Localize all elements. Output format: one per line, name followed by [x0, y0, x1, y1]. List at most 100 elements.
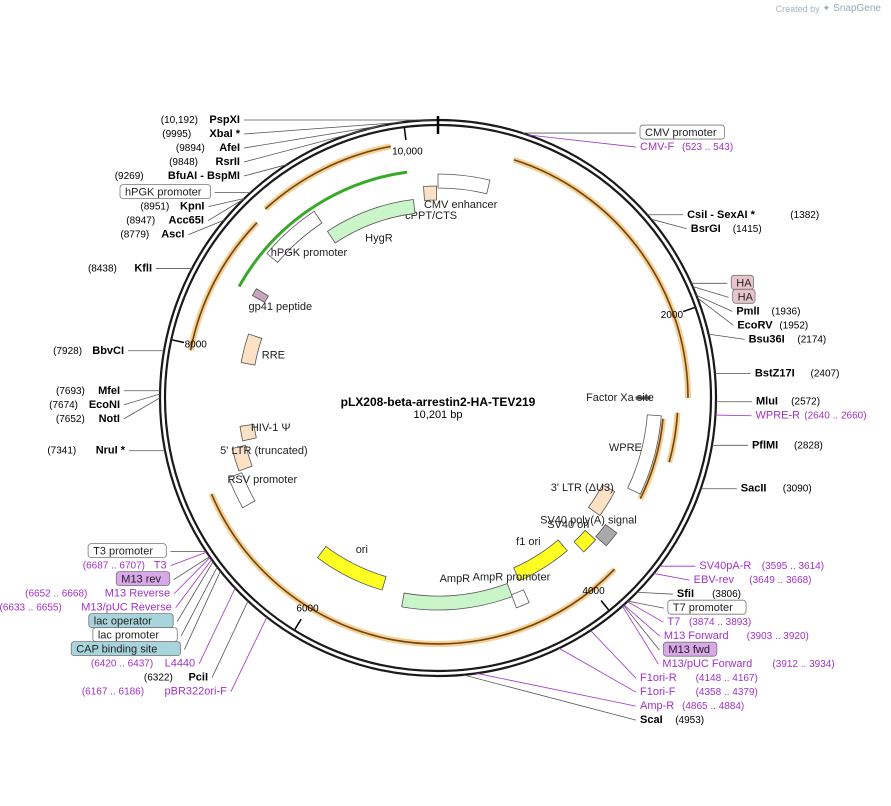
label-box: [667, 599, 747, 615]
label-t7: T7: [667, 616, 680, 628]
leader-line: [243, 126, 379, 163]
label-ha: HA: [738, 291, 754, 303]
tick-mark: [682, 306, 695, 313]
feature-sv40-ori: [573, 529, 597, 553]
feature-label: SV40 poly(A) signal: [540, 514, 637, 526]
tick-mark: [600, 600, 610, 611]
label-position: (3649 .. 3668): [749, 575, 811, 586]
label-lac-operator: lac operator: [94, 616, 152, 628]
orf-arc-halo: [187, 220, 260, 351]
feature-label: RRE: [262, 350, 285, 362]
label-position: (9269): [115, 171, 144, 182]
label-position: (4358 .. 4379): [696, 687, 758, 698]
label-position: (3595 .. 3614): [762, 561, 824, 572]
orf-arc: [639, 418, 664, 500]
feature-label: 3' LTR (ΔU3): [551, 482, 614, 494]
feature-label: f1 ori: [516, 536, 540, 548]
label-box: [119, 184, 212, 200]
label-cmv-promoter: CMV promoter: [645, 127, 717, 139]
snapgene-credit: Created by ✦ SnapGene: [776, 3, 881, 14]
orf-arcs: [187, 143, 691, 647]
label-acc65i: Acc65I: [169, 215, 204, 227]
tick-label: 2000: [661, 310, 684, 321]
label-position: (2407): [811, 369, 840, 380]
label-pmli: PmlI: [736, 305, 759, 317]
feature-label: SV40 ori: [547, 519, 589, 531]
label-rsrii: RsrII: [216, 156, 240, 168]
feature-label: cPPT/CTS: [405, 210, 457, 222]
leader-line: [175, 559, 213, 608]
leader-line: [692, 286, 729, 298]
label-xbai: XbaI *: [209, 128, 240, 140]
label-position: (8779): [120, 230, 149, 241]
label-t3-promoter: T3 promoter: [93, 546, 153, 558]
label-pbr322ori-f: pBR322ori-F: [165, 686, 228, 698]
feature-label: AmpR: [440, 573, 471, 585]
tick-mark: [172, 339, 185, 344]
label-position: (3090): [783, 484, 812, 495]
orf-arc: [513, 159, 689, 399]
leader-line: [208, 198, 245, 208]
leader-line: [650, 218, 687, 230]
label-position: (10,192): [161, 115, 198, 126]
feature-label: hPGK promoter: [271, 247, 348, 259]
label-f1ori-r: F1ori-R: [640, 672, 677, 684]
feature-gp41-peptide: [251, 288, 269, 303]
leader-line: [243, 124, 386, 149]
tick-label: 8000: [185, 340, 208, 351]
label-pcii: PciI: [188, 672, 208, 684]
leader-line: [184, 570, 221, 650]
orf-arc-halo: [512, 156, 691, 399]
label-m13-forward: M13 Forward: [664, 630, 729, 642]
label-scai: ScaI: [640, 714, 663, 726]
label-t3: T3: [154, 560, 167, 572]
tick-mark: [403, 127, 407, 141]
label-position: (7652): [56, 414, 85, 425]
label-bfuai-bspmi: BfuAI - BspMI: [168, 170, 240, 182]
label-cmv-f: CMV-F: [640, 141, 675, 153]
orf-arc: [210, 493, 616, 645]
tick-label: 6000: [296, 604, 319, 615]
feature-hpgk-promoter: [266, 210, 323, 264]
leader-line: [636, 591, 673, 595]
feature-ampr: [401, 582, 513, 611]
label-m13-puc-forward: M13/pUC Forward: [662, 658, 752, 670]
leader-line: [558, 647, 637, 693]
leader-line: [176, 561, 214, 622]
leader-line: [623, 604, 660, 651]
label-box: [87, 543, 167, 559]
label-sv40pa-r: SV40pA-R: [699, 560, 751, 572]
label-t7-promoter: T7 promoter: [673, 602, 733, 614]
feature-sv40-poly-a-signal: [595, 523, 618, 547]
feature-3-ltr-u3: [587, 484, 616, 517]
label-box: [663, 641, 718, 657]
snapgene-logo-icon: ✦: [822, 3, 831, 13]
label-bstz17i: BstZ17I: [755, 368, 795, 380]
label-position: (8951): [140, 202, 169, 213]
label-position: (7928): [53, 346, 82, 357]
label-position: (2572): [791, 397, 820, 408]
label-mfei: MfeI: [98, 385, 120, 397]
label-amp-r: Amp-R: [640, 700, 674, 712]
label-box: [115, 571, 171, 587]
label-noti: NotI: [99, 413, 120, 425]
leader-line: [230, 616, 268, 692]
leader-line: [696, 294, 733, 312]
tick-mark: [294, 618, 302, 630]
leader-line: [463, 674, 637, 721]
leader-line: [123, 393, 161, 406]
feature-rsv-promoter: [228, 472, 256, 509]
label-m13-fwd: M13 fwd: [668, 644, 710, 656]
tick-label: 10,000: [392, 147, 423, 158]
feature-label: AmpR promoter: [473, 571, 551, 583]
leader-line: [180, 566, 218, 636]
label-position: (6322): [144, 673, 173, 684]
feature-ampr-promoter: [510, 589, 530, 609]
feature-label: 5' LTR (truncated): [220, 445, 307, 457]
feature-label: HygR: [365, 232, 393, 244]
label-position: (523 .. 543): [682, 142, 733, 153]
feature-rre: [240, 333, 263, 366]
